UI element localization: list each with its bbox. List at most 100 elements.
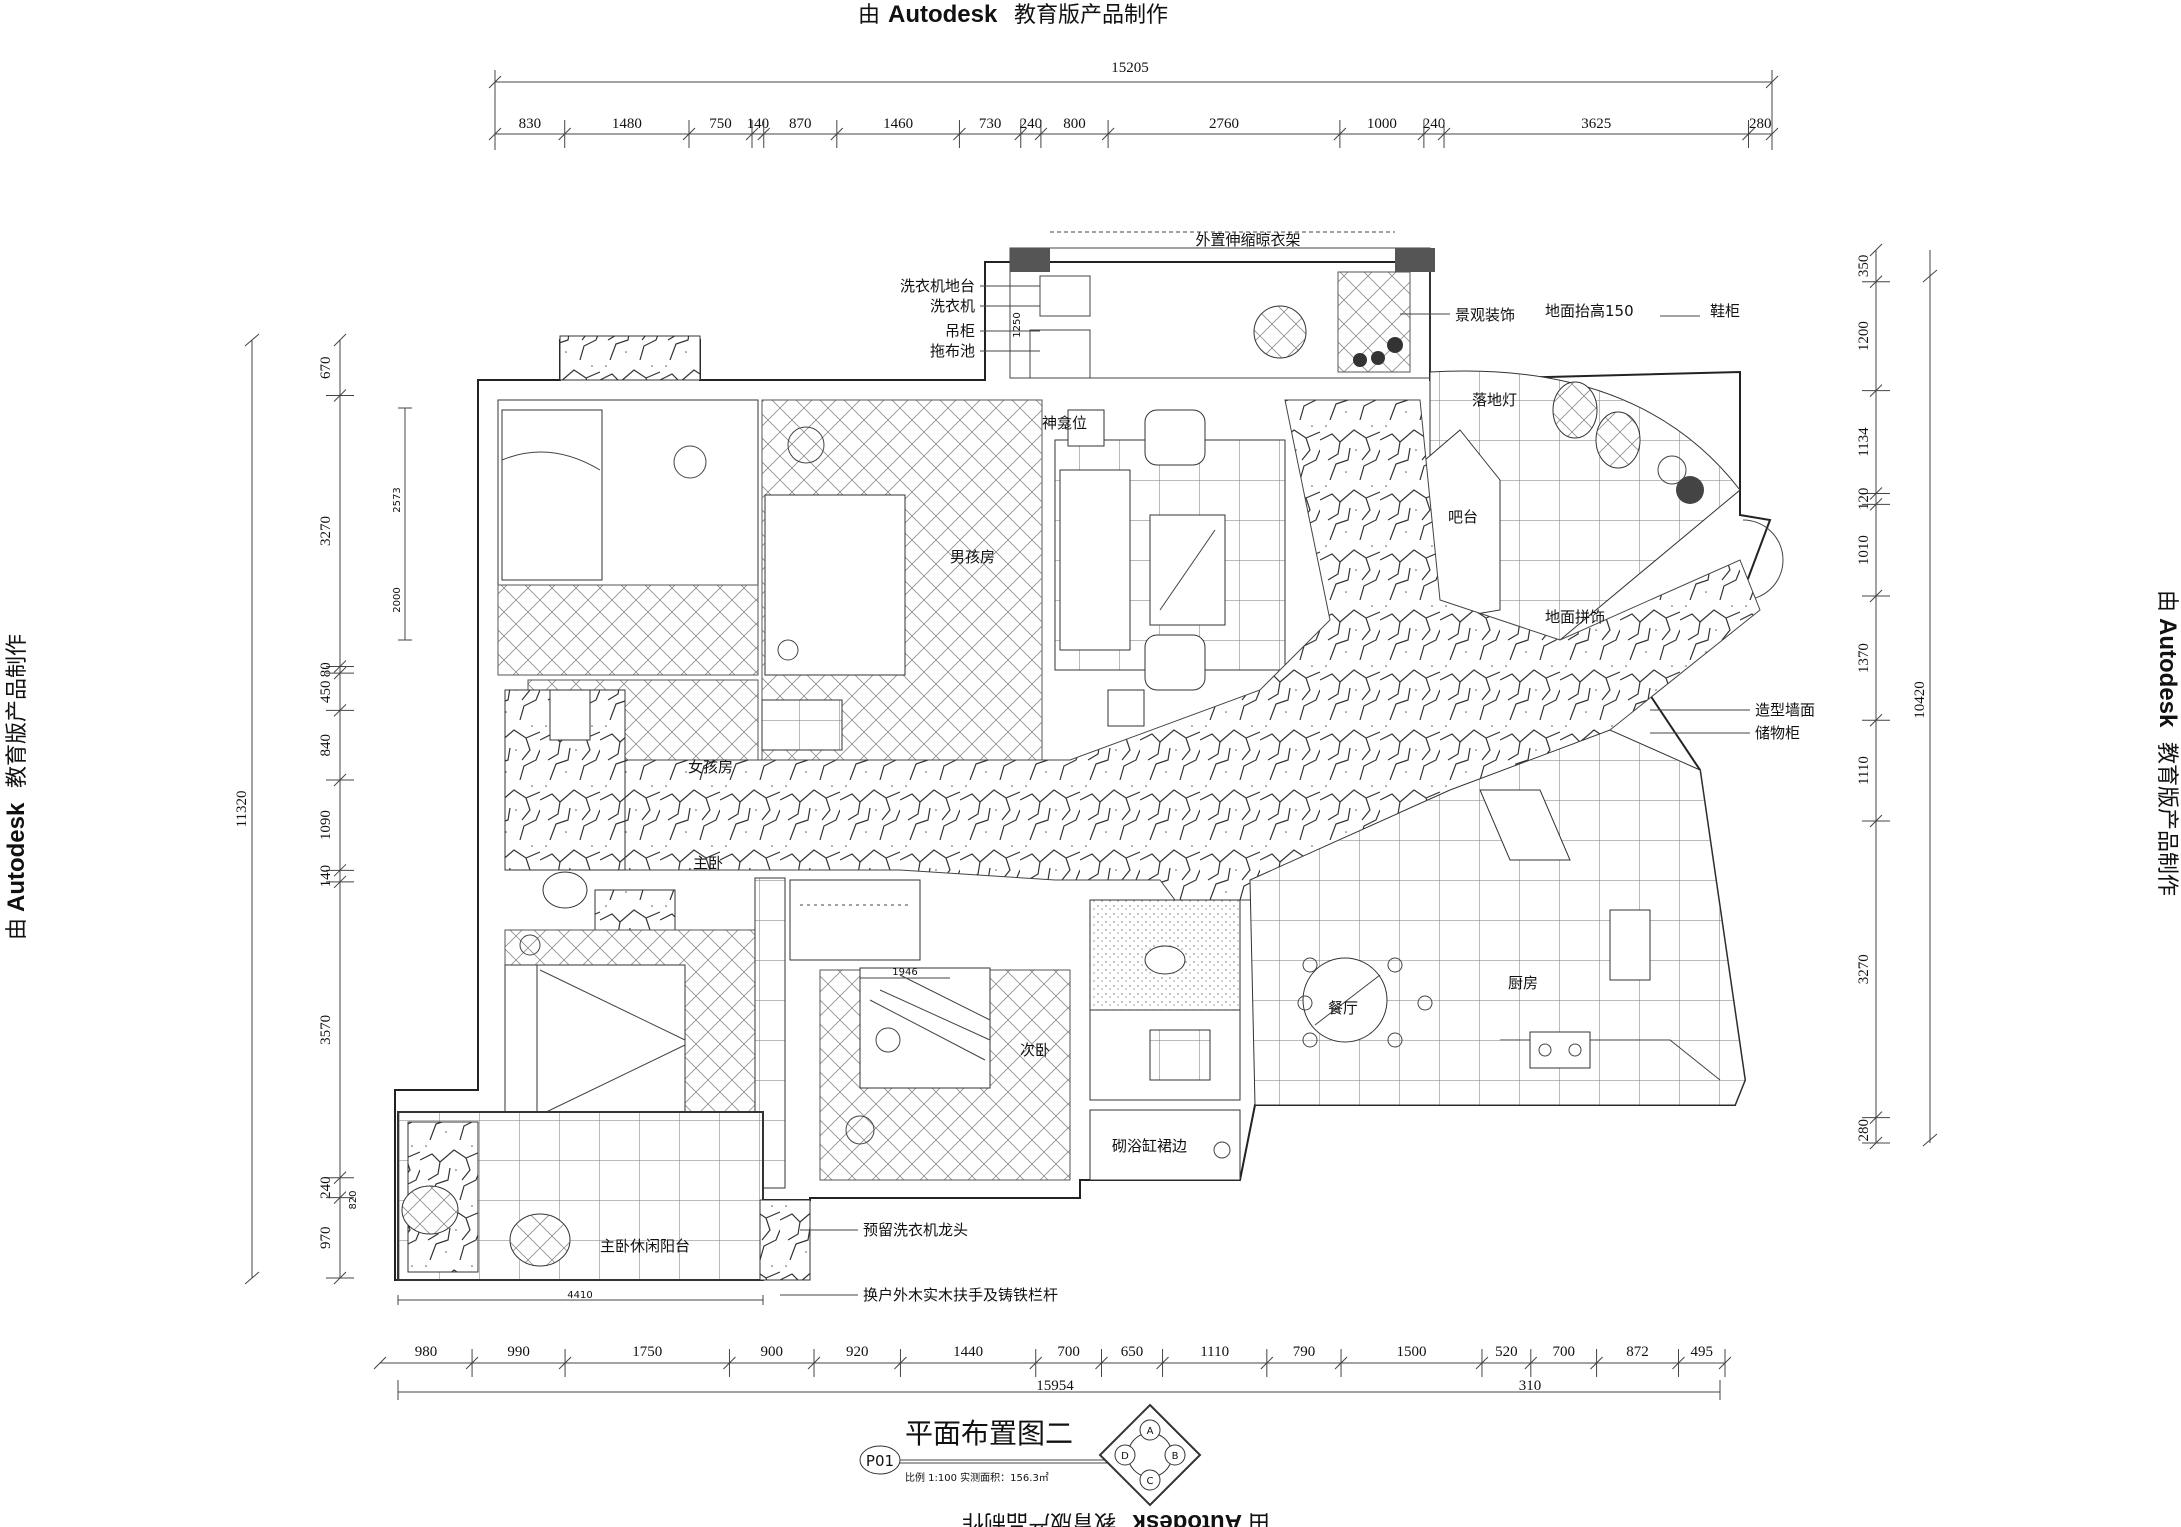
dim-top_segments-8: 800	[1063, 116, 1086, 132]
top-left-planter	[559, 335, 701, 381]
label-bar: 吧台	[1448, 508, 1478, 526]
label-kitchen: 厨房	[1508, 974, 1538, 992]
svg-text:15205: 15205	[1111, 60, 1149, 76]
svg-text:11320: 11320	[234, 791, 250, 828]
second-bedroom	[819, 967, 1071, 1181]
dim-left_segments-0: 670	[318, 357, 334, 380]
dim-bottom_segments-8: 1110	[1200, 1344, 1229, 1360]
dim-bottom_segments-5: 1440	[953, 1344, 983, 1360]
wardrobe	[789, 879, 921, 996]
boys-room	[761, 399, 1043, 761]
watermark-right: 由 Autodesk 教育版产品制作	[2154, 590, 2181, 896]
bathroom-2	[1089, 899, 1241, 1181]
svg-text:C: C	[1147, 1476, 1154, 1487]
svg-text:2573: 2573	[392, 487, 403, 512]
dim-right_segments-5: 1370	[1856, 643, 1872, 673]
title-scale: 比例 1:100 实测面积：156.3㎡	[905, 1471, 1049, 1484]
dim-right_segments-7: 3270	[1856, 954, 1872, 984]
dim-right_segments-6: 1110	[1856, 756, 1872, 785]
label-shrine: 神龛位	[1042, 414, 1087, 432]
label-master-balcony: 主卧休闲阳台	[600, 1237, 690, 1255]
svg-text:2000: 2000	[392, 587, 403, 612]
dim-right_segments-2: 1134	[1856, 427, 1872, 457]
svg-text:B: B	[1172, 1451, 1179, 1462]
label-shoe-cabinet: 鞋柜	[1710, 302, 1740, 320]
dining-kitchen	[1249, 729, 1746, 1106]
label-floor-lamp: 落地灯	[1472, 391, 1517, 409]
svg-text:1250: 1250	[1012, 312, 1023, 337]
living-room	[1054, 409, 1286, 727]
title-text: 平面布置图二	[905, 1417, 1073, 1450]
dim-bottom_segments-7: 650	[1121, 1344, 1144, 1360]
svg-text:教育版产品制作: 教育版产品制作	[2154, 742, 2179, 896]
dim-left_segments-9: 970	[318, 1227, 334, 1250]
watermark-top: 由 Autodesk 教育版产品制作	[858, 1, 1168, 28]
dim-bottom_segments-11: 520	[1495, 1344, 1518, 1360]
label-wall-cabinet: 吊柜	[945, 322, 975, 340]
dim-left_segments-1: 3270	[318, 516, 334, 546]
svg-text:310: 310	[1519, 1378, 1542, 1394]
title-code: P01	[866, 1452, 894, 1470]
watermark-left: 由 Autodesk 教育版产品制作	[3, 634, 30, 940]
svg-text:由: 由	[858, 3, 880, 28]
dim-left_segments-6: 140	[318, 865, 334, 888]
dim-bottom_segments-4: 920	[846, 1344, 869, 1360]
watermark-bottom: 由 Autodesk 教育版产品制作	[962, 1509, 1270, 1527]
inner-dimensions: 2573 2000 1946 820 1250	[348, 312, 1023, 1209]
dim-top_segments-9: 2760	[1209, 116, 1239, 132]
dim-top_segments-7: 240	[1020, 116, 1043, 132]
dim-bottom_segments-12: 700	[1552, 1344, 1575, 1360]
dim-left_segments-8: 240	[318, 1176, 334, 1199]
leader-lines	[780, 285, 1750, 1296]
dim-left_segments-2: 80	[318, 662, 334, 677]
svg-text:Autodesk: Autodesk	[888, 1, 998, 28]
label-boys-room: 男孩房	[950, 548, 995, 566]
label-reserve-faucet: 预留洗衣机龙头	[863, 1221, 968, 1239]
dim-right_segments-0: 350	[1856, 255, 1872, 278]
svg-text:由: 由	[2154, 590, 2179, 612]
label-bathtub: 砌浴缸裙边	[1112, 1137, 1187, 1155]
dim-left_segments-7: 3570	[318, 1015, 334, 1045]
dim-bottom_segments-9: 790	[1293, 1344, 1316, 1360]
label-floor-raise: 地面抬高150	[1545, 302, 1634, 320]
label-washer: 洗衣机	[930, 297, 975, 315]
laundry-balcony	[1009, 231, 1435, 379]
label-railing: 换户外木实木扶手及铸铁栏杆	[863, 1286, 1058, 1304]
label-girls-room: 女孩房	[688, 758, 733, 776]
dim-bottom_segments-14: 495	[1690, 1344, 1713, 1360]
svg-text:由: 由	[1248, 1509, 1270, 1527]
compass-rose: A B C D	[1098, 1403, 1202, 1507]
dim-right_segments-8: 280	[1856, 1119, 1872, 1142]
svg-text:Autodesk: Autodesk	[3, 802, 30, 912]
dim-bottom_segments-0: 980	[415, 1344, 438, 1360]
svg-text:教育版产品制作: 教育版产品制作	[5, 634, 30, 788]
svg-text:Autodesk: Autodesk	[2154, 618, 2181, 728]
dim-top_segments-11: 240	[1423, 116, 1446, 132]
room-labels: 外置伸缩晾衣架 洗衣机地台 洗衣机 吊柜 拖布池 景观装饰 地面抬高150 鞋柜…	[600, 231, 1815, 1304]
bathroom-1	[504, 689, 676, 931]
dim-bottom_segments-2: 1750	[632, 1344, 662, 1360]
svg-text:1946: 1946	[892, 967, 917, 978]
dim-left_segments-4: 840	[318, 734, 334, 757]
dim-top_segments-5: 1460	[883, 116, 913, 132]
dim-bottom_segments-6: 700	[1057, 1344, 1080, 1360]
master-balcony: 4410	[397, 1111, 811, 1305]
dim-top_segments-13: 280	[1749, 116, 1772, 132]
svg-text:Autodesk: Autodesk	[1132, 1509, 1242, 1527]
label-floor-mosaic: 地面拼饰	[1545, 608, 1605, 626]
dim-right_segments-4: 1010	[1856, 535, 1872, 565]
dim-right_segments-3: 120	[1856, 488, 1872, 511]
label-storage: 储物柜	[1755, 724, 1800, 742]
svg-text:15954: 15954	[1036, 1378, 1074, 1394]
dim-top_segments-12: 3625	[1581, 116, 1611, 132]
bar-area	[1419, 370, 1784, 641]
svg-text:10420: 10420	[1912, 681, 1928, 719]
label-mop-pool: 拖布池	[930, 342, 975, 360]
dim-top_segments-6: 730	[979, 116, 1002, 132]
dim-top_segments-0: 830	[519, 116, 542, 132]
dim-top_segments-4: 870	[789, 116, 812, 132]
